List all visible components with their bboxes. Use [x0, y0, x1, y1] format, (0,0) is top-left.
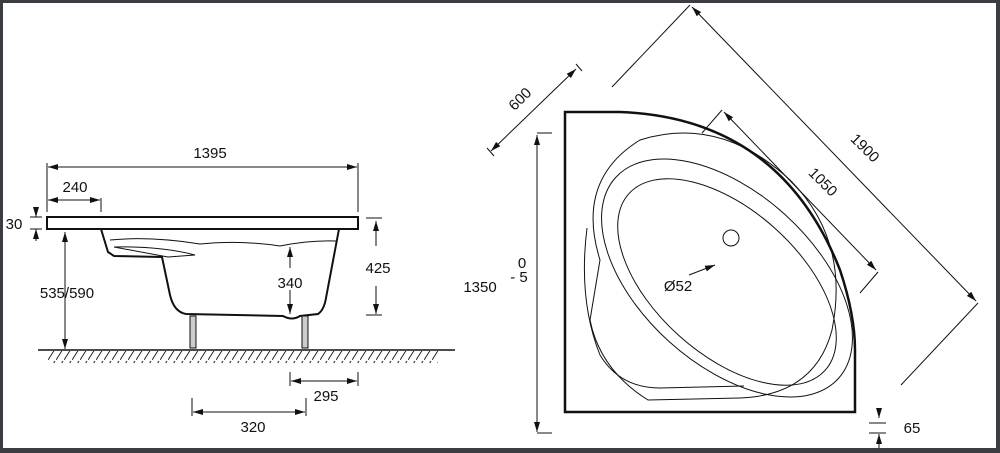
drain-icon — [722, 229, 740, 247]
label-1900: 1900 — [847, 131, 883, 167]
tub-body — [100, 228, 340, 320]
label-295: 295 — [313, 388, 338, 405]
label-1050: 1050 — [805, 165, 841, 201]
label-65: 65 — [904, 420, 921, 437]
label-600: 600 — [505, 84, 535, 114]
dim-1050 — [723, 111, 877, 271]
inner-basin — [601, 158, 853, 398]
label-1395: 1395 — [193, 145, 226, 162]
label-535-590: 535/590 — [40, 285, 94, 302]
label-340: 340 — [277, 275, 302, 292]
floor-hatch — [48, 351, 438, 363]
label-425: 425 — [365, 260, 390, 277]
label-tolerance-lower: - 5 — [510, 269, 528, 286]
label-30: 30 — [6, 216, 23, 233]
plan-view — [486, 4, 979, 448]
tub-rim — [46, 216, 359, 230]
label-drain: Ø52 — [664, 278, 692, 295]
side-view — [30, 163, 455, 416]
dim-drain-arrow — [688, 264, 716, 276]
label-tolerance-upper: 0 — [518, 255, 526, 272]
label-1350: 1350 — [463, 279, 496, 296]
dim-600 — [490, 68, 577, 152]
label-240: 240 — [62, 179, 87, 196]
label-320: 320 — [240, 419, 265, 436]
